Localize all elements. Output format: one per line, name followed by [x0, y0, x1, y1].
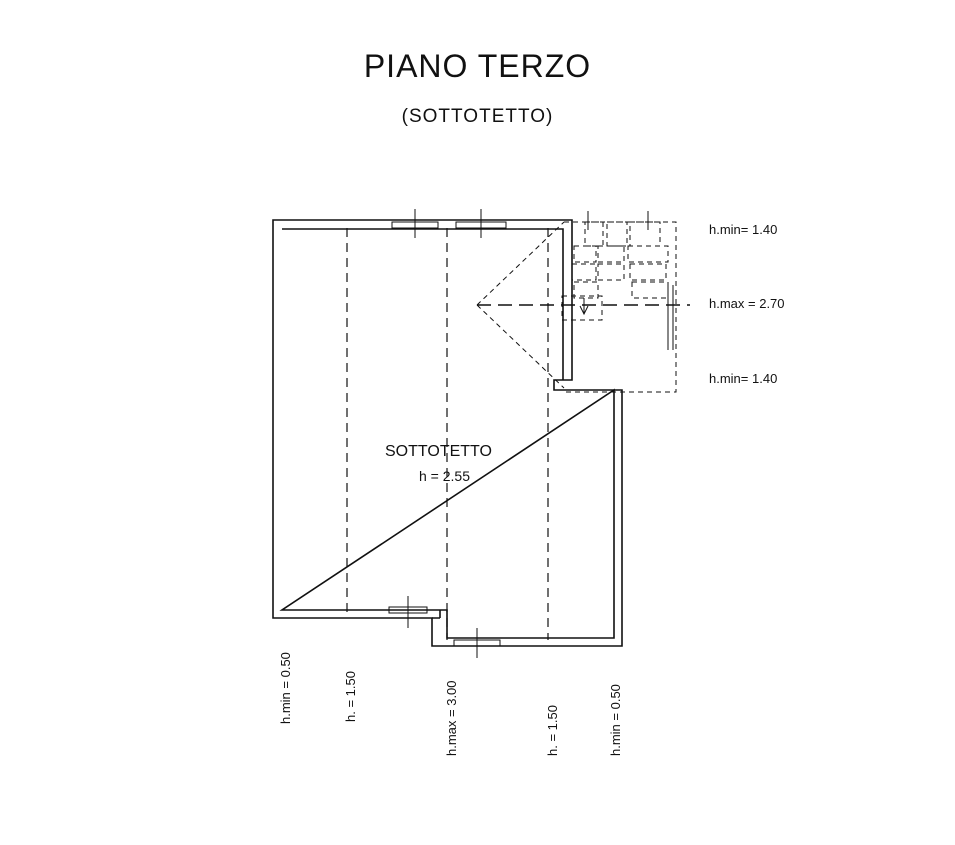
label-hmin-top: h.min= 1.40 — [709, 222, 777, 237]
label-hmax-right: h.max = 2.70 — [709, 296, 785, 311]
stair-block — [561, 221, 669, 321]
room-name: SOTTOTETTO — [385, 443, 492, 460]
label-bottom-5: h.min = 0.50 — [608, 684, 623, 756]
window-top-3 — [587, 211, 649, 230]
label-bottom-1: h.min = 0.50 — [278, 652, 293, 724]
plan-title: PIANO TERZO — [363, 48, 592, 84]
window-bottom-2 — [453, 628, 501, 658]
wall-notch — [432, 610, 441, 619]
label-bottom-3: h.max = 3.00 — [444, 680, 459, 756]
inner-wall — [279, 228, 615, 639]
window-top-2 — [455, 209, 507, 238]
room-height: h = 2.55 — [419, 468, 470, 484]
label-bottom-4: h. = 1.50 — [545, 705, 560, 756]
stair-arrow-icon — [579, 298, 589, 316]
label-bottom-2: h. = 1.50 — [343, 671, 358, 722]
window-top-1 — [391, 209, 439, 238]
label-hmin-bottom: h.min= 1.40 — [709, 371, 777, 386]
plan-subtitle: (SOTTOTETTO) — [401, 106, 554, 127]
dormer-outline — [476, 221, 677, 393]
window-bottom-1 — [388, 596, 428, 628]
outer-wall — [272, 219, 623, 647]
